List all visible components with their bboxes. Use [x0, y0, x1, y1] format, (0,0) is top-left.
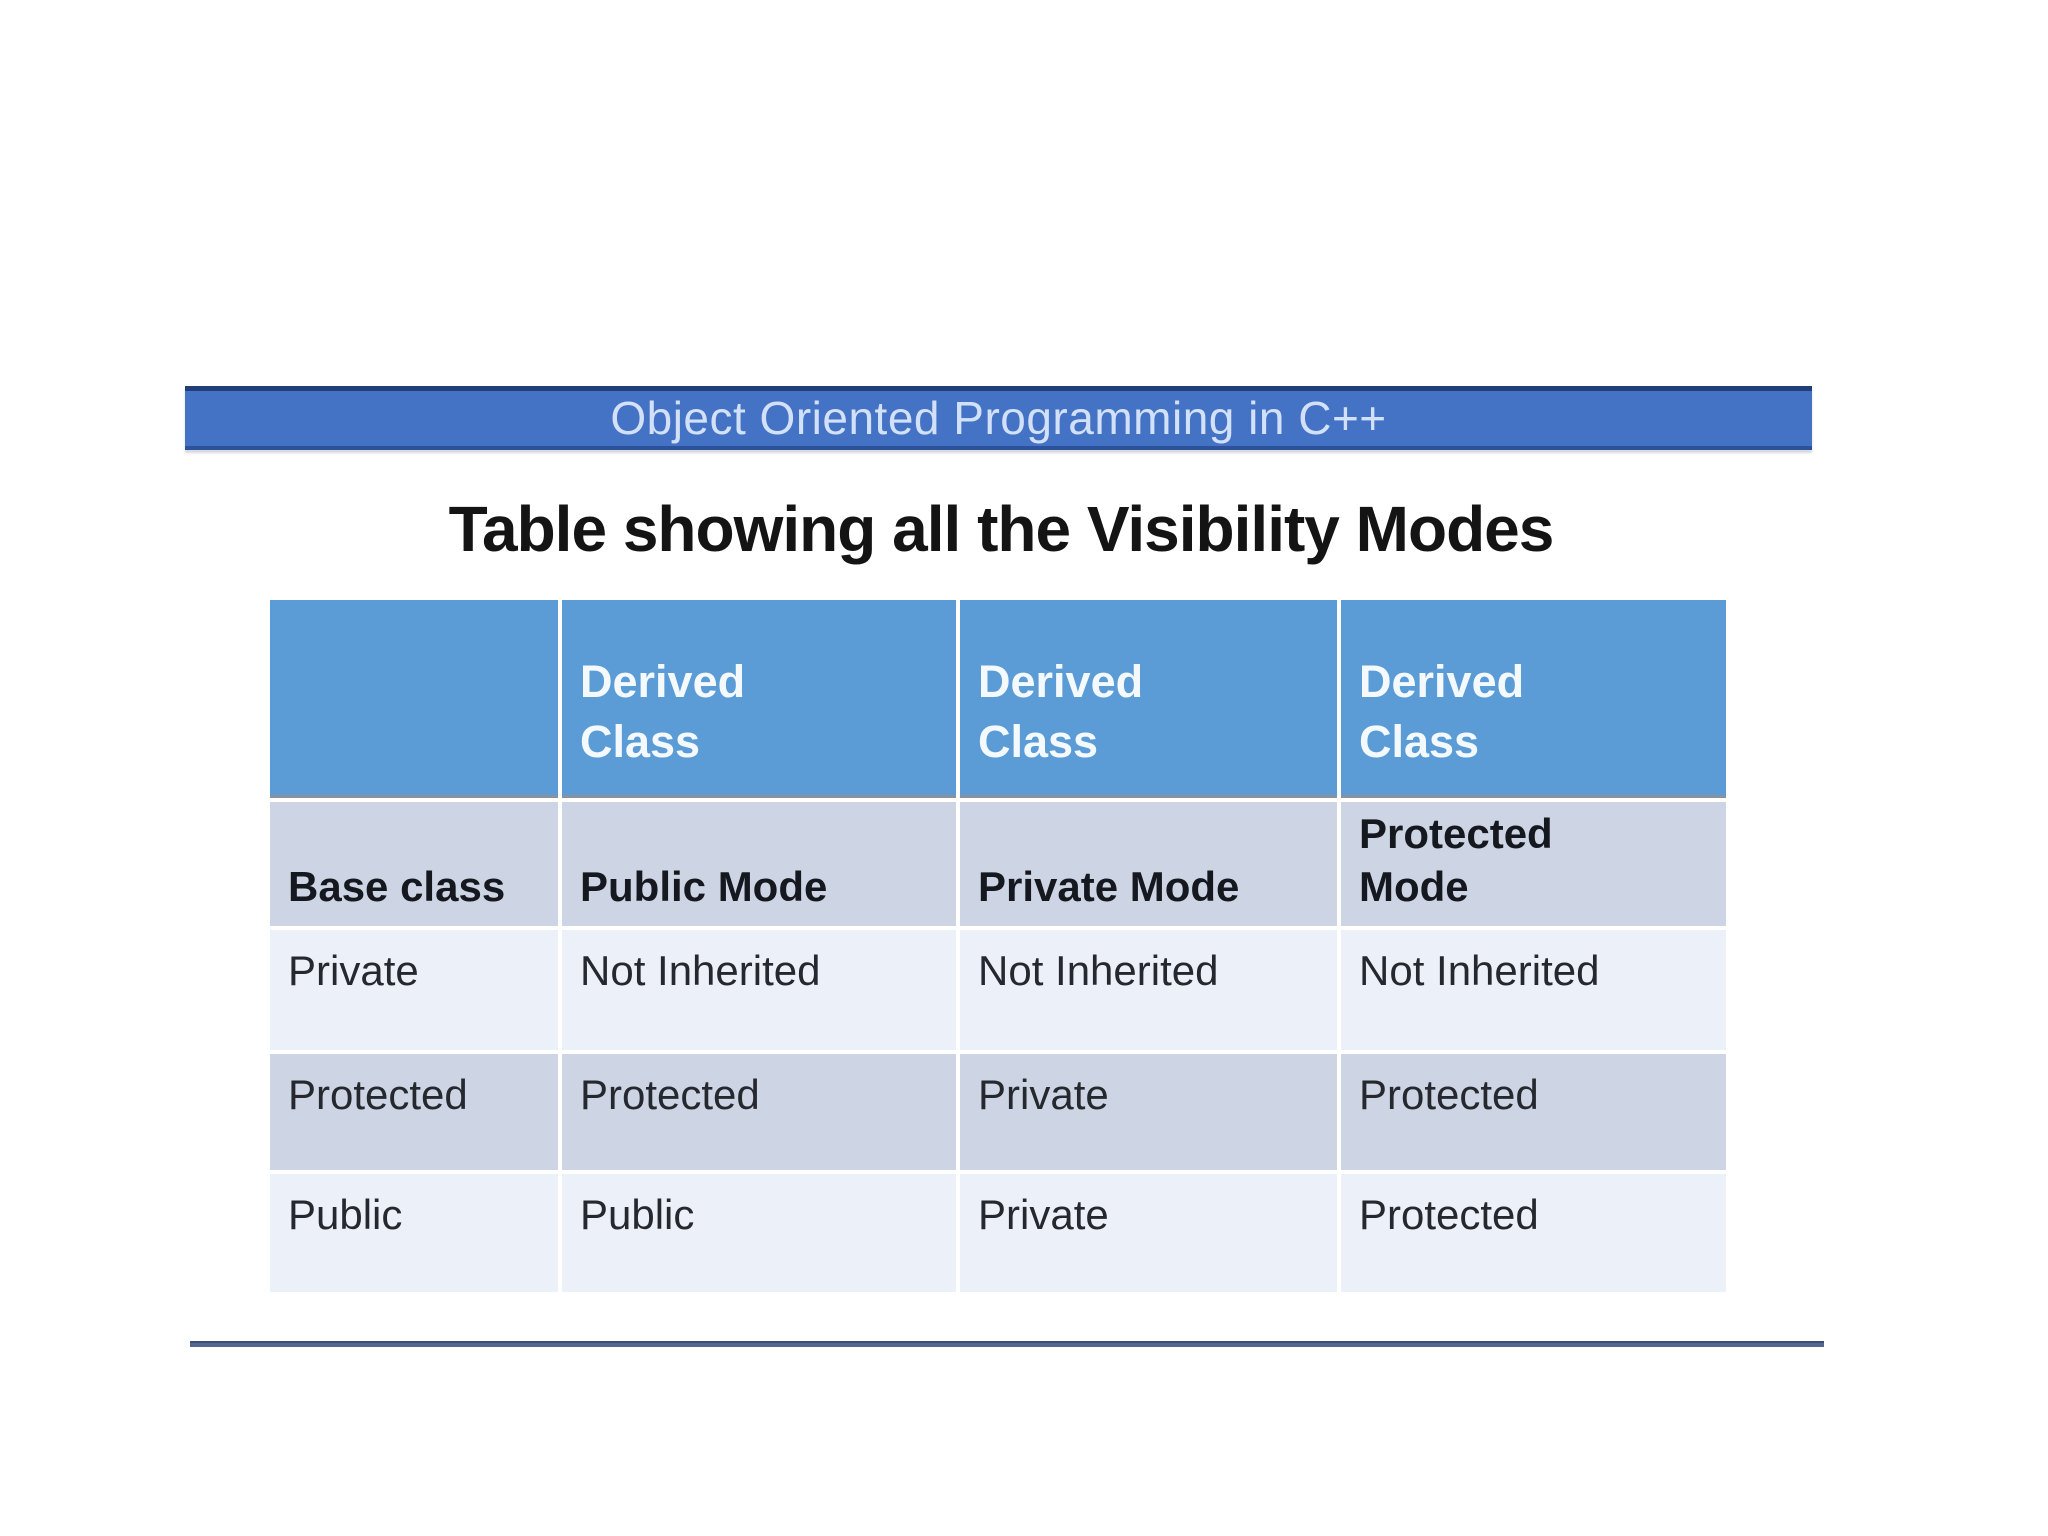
base-class-label-cell: Base class	[270, 802, 558, 926]
row-private-label: Private	[270, 930, 558, 1050]
row-private-private-mode: Not Inherited	[960, 930, 1337, 1050]
row-public-protected-mode: Protected	[1341, 1174, 1726, 1292]
visibility-modes-table: Derived Class Derived Class Derived Clas…	[270, 600, 1726, 1292]
slide-banner: Object Oriented Programming in C++	[185, 386, 1812, 450]
protected-mode-cell: Protected Mode	[1341, 802, 1726, 926]
row-public-private-mode: Private	[960, 1174, 1337, 1292]
public-mode-cell: Public Mode	[562, 802, 956, 926]
row-public-label: Public	[270, 1174, 558, 1292]
header-derived-class-3: Derived Class	[1341, 600, 1726, 798]
row-private-public-mode: Not Inherited	[562, 930, 956, 1050]
header-derived-class-2: Derived Class	[960, 600, 1337, 798]
row-protected-protected-mode: Protected	[1341, 1054, 1726, 1170]
header-derived-class-1: Derived Class	[562, 600, 956, 798]
banner-title: Object Oriented Programming in C++	[610, 392, 1387, 444]
private-mode-cell: Private Mode	[960, 802, 1337, 926]
row-public-public-mode: Public	[562, 1174, 956, 1292]
row-private-protected-mode: Not Inherited	[1341, 930, 1726, 1050]
row-protected-public-mode: Protected	[562, 1054, 956, 1170]
page-title: Table showing all the Visibility Modes	[448, 493, 1555, 565]
bottom-divider-line	[190, 1341, 1824, 1347]
heading-wrap: Table showing all the Visibility Modes	[0, 492, 2002, 566]
table-corner-cell	[270, 600, 558, 798]
row-protected-private-mode: Private	[960, 1054, 1337, 1170]
row-protected-label: Protected	[270, 1054, 558, 1170]
